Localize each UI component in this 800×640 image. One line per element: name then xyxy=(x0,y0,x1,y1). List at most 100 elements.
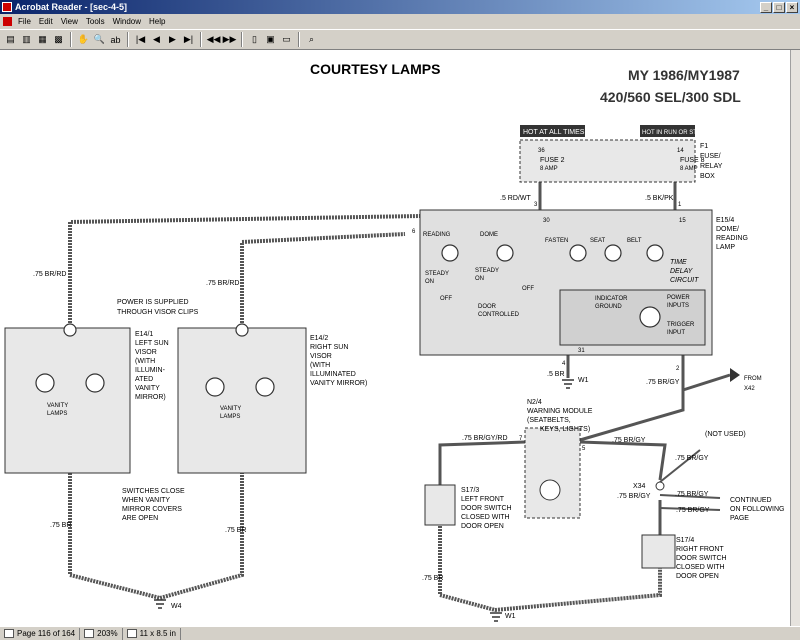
label-n2-name2: (SEATBELTS, xyxy=(527,417,571,424)
label-f1-name: FUSE/ xyxy=(700,153,721,160)
label-e14-1-n6: VANITY xyxy=(135,385,160,392)
reading-lamp xyxy=(441,244,459,262)
wire-from-x42 xyxy=(682,373,731,392)
menu-edit[interactable]: Edit xyxy=(38,17,53,26)
vertical-scrollbar[interactable] xyxy=(790,50,800,626)
label-continued1: CONTINUED xyxy=(730,497,772,504)
label-e14-2-n2: VISOR xyxy=(310,353,332,360)
label-e14-1-n1: LEFT SUN xyxy=(135,340,169,347)
label-wire-75brgy-6: .75 BR/GY xyxy=(676,507,710,514)
label-trigger1: TRIGGER xyxy=(667,322,695,328)
label-wire-75brrd-1: .75 BR/RD xyxy=(33,271,66,278)
hand-tool-icon[interactable]: ✋ xyxy=(77,34,90,44)
go-forward-icon[interactable]: ▶▶ xyxy=(222,34,237,44)
next-page-icon[interactable]: ▶ xyxy=(169,34,176,44)
label-s17-3-n3: CLOSED WITH xyxy=(461,514,510,521)
left-vanity-lamp-1 xyxy=(35,373,55,393)
document-viewport[interactable]: COURTESY LAMPS MY 1986/MY1987 420/560 SE… xyxy=(0,50,790,626)
label-w1a: W1 xyxy=(578,377,589,384)
label-wire-75br-2: .75 BR xyxy=(225,527,246,534)
menu-tools[interactable]: Tools xyxy=(85,17,105,26)
left-vanity-lamp-2 xyxy=(85,373,105,393)
label-f1: F1 xyxy=(700,143,708,150)
label-fasten: FASTEN xyxy=(545,238,568,244)
label-e14-1-n4: ILLUMIN- xyxy=(135,367,166,374)
document-icon[interactable] xyxy=(3,17,12,26)
label-fuse2-amp: 8 AMP xyxy=(540,166,558,172)
minimize-button[interactable]: _ xyxy=(760,1,772,13)
label-power-inputs2: INPUTS xyxy=(667,303,689,309)
label-n2: N2/4 xyxy=(527,399,542,406)
restore-button[interactable]: □ xyxy=(773,1,785,13)
label-hot-run: HOT IN RUN OR START xyxy=(642,130,709,136)
label-e14-1: E14/1 xyxy=(135,331,153,338)
toolbar-separator xyxy=(298,32,300,47)
fit-width-icon[interactable]: ▭ xyxy=(282,34,291,44)
label-wire-5rdwt: .5 RD/WT xyxy=(500,195,531,202)
previous-page-icon[interactable]: ◀ xyxy=(153,34,160,44)
label-dome: DOME xyxy=(480,232,498,238)
label-e14-2-n3: (WITH xyxy=(310,362,330,369)
label-wire-75br-3: .75 BR xyxy=(422,575,443,582)
transistor xyxy=(639,306,661,328)
right-vanity-lamp-1 xyxy=(205,377,225,397)
wire-br-gy-rd xyxy=(438,440,526,485)
label-e15: E15/4 xyxy=(716,217,734,224)
x42-arrow xyxy=(730,368,740,382)
label-s17-4-n4: DOOR OPEN xyxy=(676,573,719,580)
menu-view[interactable]: View xyxy=(60,17,78,26)
menu-help[interactable]: Help xyxy=(149,17,166,26)
document-view-icon[interactable]: ▥ xyxy=(22,34,31,44)
toolbar: ▤ ▥ ▦ ▩ ✋ 🔍 ab |◀ ◀ ▶ ▶| ◀◀ ▶▶ ▯ ▣ ▭ ⌕ xyxy=(0,29,800,50)
label-wire-5bkpk: .5 BK/PK xyxy=(645,195,674,202)
label-wire-75brgy-1: .75 BR/GY xyxy=(646,379,680,386)
show-hide-navigation-icon[interactable]: ▤ xyxy=(6,34,15,44)
label-f1-name2: RELAY xyxy=(700,163,723,170)
dome-lamps xyxy=(441,244,664,328)
menu-bar: File Edit View Tools Window Help xyxy=(0,14,800,29)
grid-icon[interactable]: ▩ xyxy=(54,34,63,44)
acrobat-app-icon xyxy=(2,2,12,12)
zoom-tool-icon[interactable]: 🔍 xyxy=(93,34,106,44)
label-wire-5br: .5 BR xyxy=(547,371,565,378)
label-s17-3-n1: LEFT FRONT xyxy=(461,496,505,503)
label-term7: 7 xyxy=(519,436,523,442)
page-indicator[interactable]: Page 116 of 164 xyxy=(0,627,81,640)
label-e14-1-n7: MIRROR) xyxy=(135,394,166,401)
menu-window[interactable]: Window xyxy=(112,17,142,26)
find-icon[interactable]: ⌕ xyxy=(308,34,315,44)
label-time3: CIRCUIT xyxy=(670,277,699,284)
label-from-x42: X42 xyxy=(744,386,755,392)
left-door-switch-box xyxy=(424,484,456,526)
right-door-switch-box xyxy=(641,534,676,569)
label-continued3: PAGE xyxy=(730,515,749,522)
text-select-icon[interactable]: ab xyxy=(110,34,121,45)
menu-file[interactable]: File xyxy=(18,17,31,26)
label-reading: READING xyxy=(423,232,451,238)
time-delay-circuit-box xyxy=(559,289,706,346)
actual-size-icon[interactable]: ▯ xyxy=(252,34,257,44)
last-page-icon[interactable]: ▶| xyxy=(183,34,194,44)
label-s17-4-n2: DOOR SWITCH xyxy=(676,555,727,562)
label-term15: 15 xyxy=(679,218,686,224)
fit-page-icon[interactable]: ▣ xyxy=(266,34,275,44)
wire-br-rd-left xyxy=(68,214,421,350)
module-transistor xyxy=(539,479,561,501)
label-w1b: W1 xyxy=(505,613,516,620)
close-button[interactable]: × xyxy=(786,1,798,13)
window-title: Acrobat Reader - [sec-4-5] xyxy=(15,2,128,12)
label-steady1: STEADY xyxy=(425,271,449,277)
zoom-indicator[interactable]: 203% xyxy=(80,627,123,640)
label-time1: TIME xyxy=(670,259,687,266)
go-back-icon[interactable]: ◀◀ xyxy=(206,34,221,44)
label-steady2: STEADY xyxy=(475,268,499,274)
label-e15-name3: LAMP xyxy=(716,244,735,251)
thumbnail-icon[interactable]: ▦ xyxy=(38,34,47,44)
first-page-icon[interactable]: |◀ xyxy=(135,34,146,44)
label-door-controlled2: CONTROLLED xyxy=(478,312,520,318)
wire-br-doors xyxy=(438,520,662,613)
left-visor-box xyxy=(4,327,131,474)
label-power-supplied2: THROUGH VISOR CLIPS xyxy=(117,309,199,316)
diagram-title: COURTESY LAMPS xyxy=(310,61,440,77)
zoom-icon xyxy=(84,629,95,638)
